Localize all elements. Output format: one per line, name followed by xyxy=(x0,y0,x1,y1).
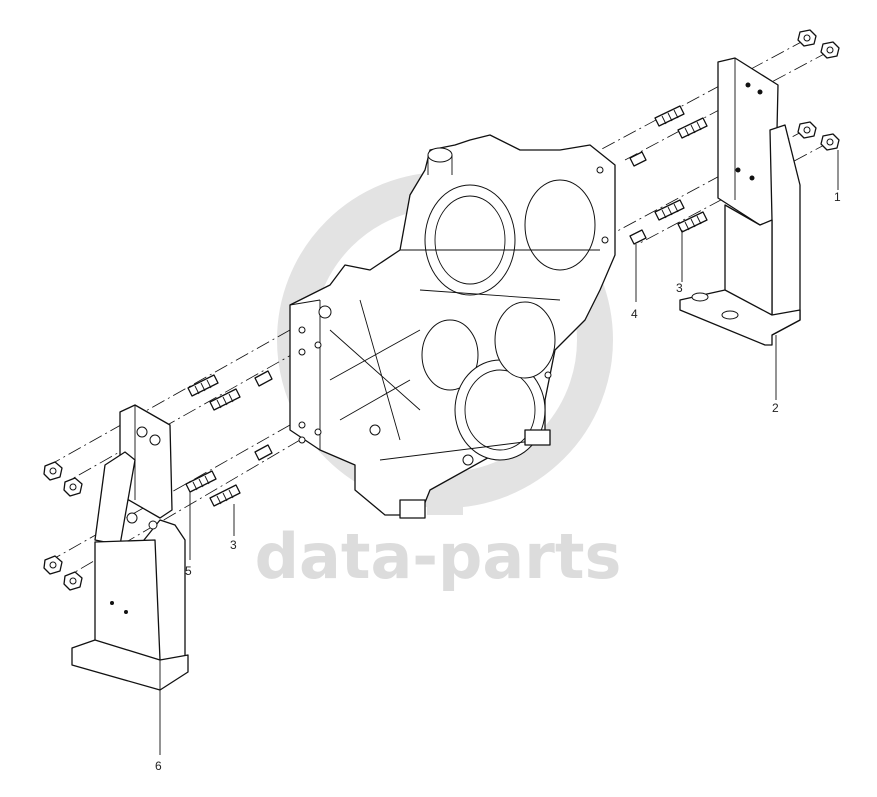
stud xyxy=(677,117,708,139)
callouts: 1 2 3 4 5 3 6 xyxy=(155,190,841,773)
stud xyxy=(209,484,241,507)
stud xyxy=(654,199,685,221)
left-nuts xyxy=(43,461,83,591)
right-nuts xyxy=(797,29,840,151)
stud xyxy=(654,105,685,127)
stud xyxy=(185,470,217,493)
nut xyxy=(820,41,840,59)
callout-1: 1 xyxy=(834,190,841,204)
right-studs xyxy=(654,105,708,233)
watermark-text: data-parts xyxy=(255,520,622,593)
callout-6: 6 xyxy=(155,759,162,773)
nut xyxy=(43,555,63,575)
stud xyxy=(209,388,241,411)
leader-lines xyxy=(159,150,839,755)
housing-bore-right-lower xyxy=(494,301,556,379)
bracket-right-base xyxy=(679,289,801,346)
left-mounting-bracket xyxy=(71,404,189,691)
nut xyxy=(797,29,817,47)
right-dowels xyxy=(629,151,647,245)
bracket-left-base xyxy=(71,639,189,691)
dowel xyxy=(254,444,273,461)
dowel xyxy=(629,229,647,245)
right-mounting-bracket xyxy=(679,57,801,346)
housing-bore-upper xyxy=(424,184,516,296)
housing-bore-right xyxy=(524,179,596,271)
nut xyxy=(43,461,63,481)
left-studs xyxy=(185,374,241,507)
callout-3-right: 3 xyxy=(676,281,683,295)
nut xyxy=(63,477,83,497)
callout-2: 2 xyxy=(772,401,779,415)
dowel xyxy=(254,370,273,387)
callout-3-left: 3 xyxy=(230,538,237,552)
callout-5: 5 xyxy=(185,564,192,578)
dowel xyxy=(629,151,647,167)
housing-bore-middle xyxy=(421,319,479,391)
nut xyxy=(797,121,817,139)
bracket-right-rib xyxy=(769,124,801,336)
callout-4: 4 xyxy=(631,307,638,321)
stud xyxy=(187,374,219,397)
nut xyxy=(63,571,83,591)
bracket-left-column xyxy=(94,539,161,661)
nut xyxy=(820,133,840,151)
stud xyxy=(677,211,708,233)
gear-housing xyxy=(289,134,616,519)
left-dowels xyxy=(254,370,273,461)
